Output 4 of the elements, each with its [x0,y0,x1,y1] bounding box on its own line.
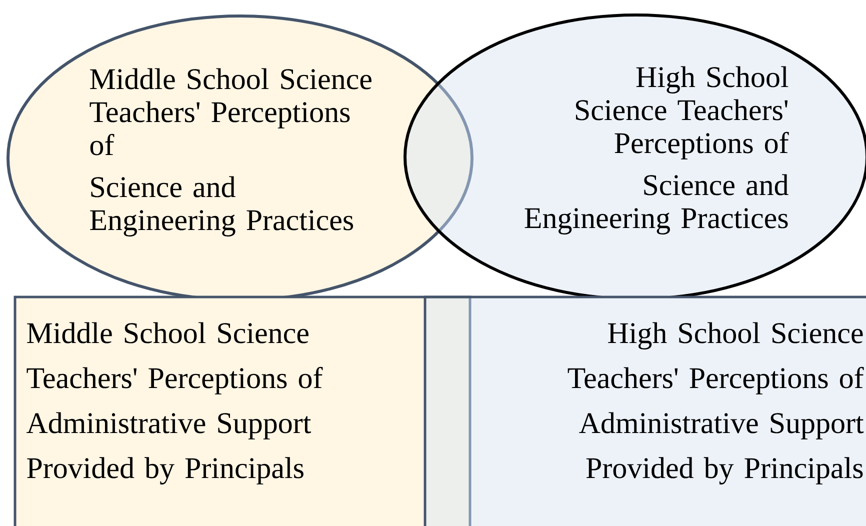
venn-rectangle: Middle School Science Teachers' Perceptions of Administrative Support Provided by Principals [14,296,472,526]
node-label: High School Science Teachers' Perceptions of [576,66,789,160]
node-label: Science and Engineering Practices [524,174,788,234]
venn-rectangle: High School Science Teachers' Perceptions of Administrative Support Provided by Principals [424,296,866,526]
